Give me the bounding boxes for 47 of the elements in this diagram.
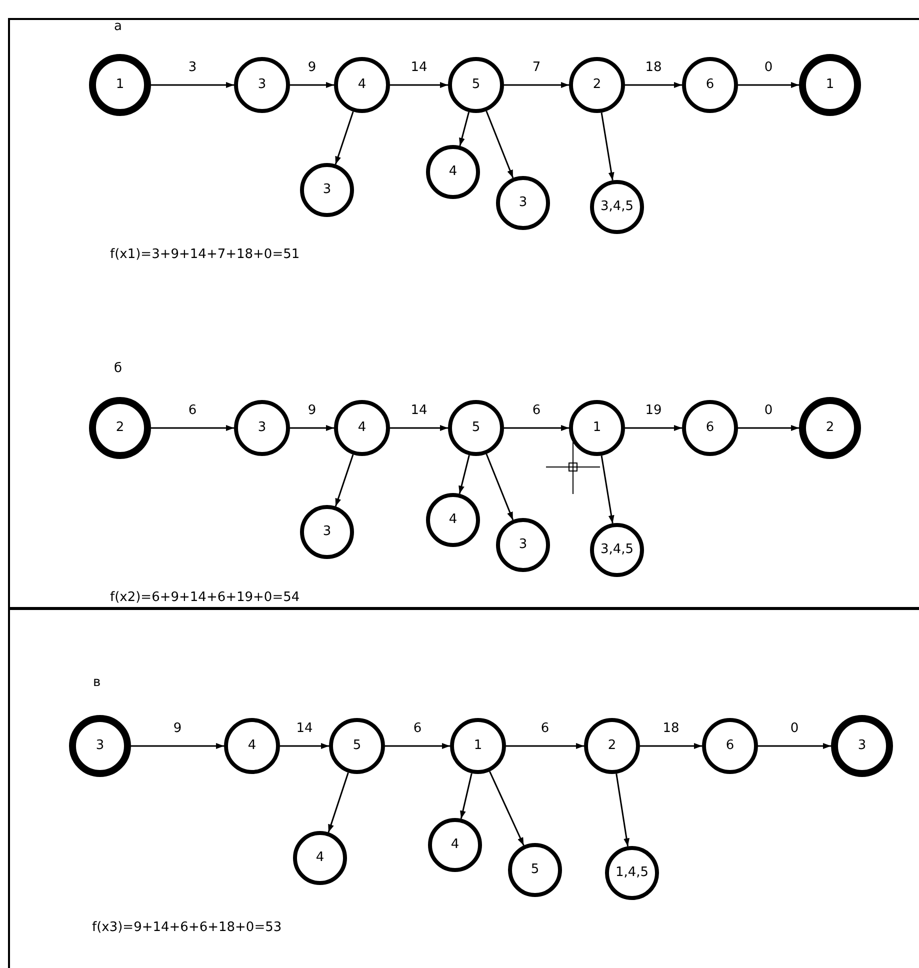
formula-text: f(x2)=6+9+14+6+19+0=54 [110,591,300,604]
arrow [290,425,334,431]
formula-text: f(x1)=3+9+14+7+18+0=51 [110,248,300,261]
panel-letter: а [114,20,122,33]
arrow [390,425,448,431]
edge-label: 9 [306,61,318,74]
arrow [290,82,334,88]
arrow [151,425,234,431]
arrow [460,773,472,819]
arrow [738,82,799,88]
arrow [504,82,569,88]
arrow [738,425,799,431]
edge-label: 6 [538,722,552,735]
edge-label: 0 [788,722,801,735]
edge-label: 0 [762,61,775,74]
arrow [600,112,614,180]
panel-letter: б [114,362,122,375]
arrow [151,82,234,88]
arrow [390,82,448,88]
arrow [131,743,224,749]
arrow [625,425,682,431]
arrow [640,743,702,749]
arrow [280,743,329,749]
arrow [334,454,354,507]
edge-label: 6 [186,404,199,417]
arrow [385,743,450,749]
formula-text: f(x3)=9+14+6+6+18+0=53 [92,921,282,934]
edge-label: 9 [171,722,184,735]
edge-label: 6 [530,404,543,417]
arrow [486,454,514,520]
edge-label: 9 [306,404,318,417]
arrow [458,454,470,494]
arrow [504,425,569,431]
panel-letter: в [93,676,101,689]
edge-label: 6 [411,722,424,735]
arrow [334,111,354,165]
arrow [616,774,630,846]
arrow [506,743,584,749]
arrow [625,82,682,88]
edge-label: 7 [530,61,543,74]
arrow [459,112,470,146]
edge-label: 0 [762,404,775,417]
arrow [758,743,831,749]
arrow [328,772,349,833]
arrow [486,110,514,178]
arrow [600,456,614,524]
edge-label: 3 [186,61,199,74]
